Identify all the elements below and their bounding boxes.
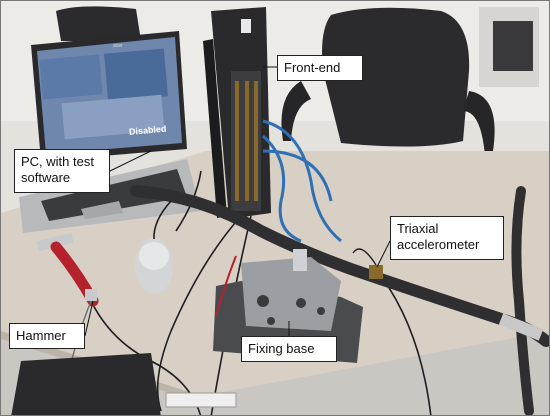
front-end-device — [203, 7, 271, 219]
laptop: acer Disabled — [19, 31, 201, 233]
handlebar — [130, 185, 549, 415]
background-equipment — [493, 21, 533, 71]
power-strip — [165, 392, 237, 408]
laptop-brand: acer — [113, 43, 123, 49]
backpack — [11, 353, 161, 415]
annotation-arrows — [84, 66, 391, 337]
label-fixing-base: Fixing base — [241, 336, 337, 362]
accelerometer — [352, 248, 383, 279]
impact-hammer — [36, 232, 99, 307]
label-accelerometer: Triaxial accelerometer — [390, 216, 504, 260]
label-hammer: Hammer — [9, 323, 85, 349]
office-chair — [281, 7, 495, 156]
clamp — [293, 249, 307, 271]
label-front-end: Front-end — [277, 55, 363, 81]
laptop-touchpad — [81, 201, 123, 219]
blue-cables — [261, 119, 342, 243]
label-pc: PC, with test software — [14, 149, 110, 193]
screen-overlay-text: Disabled — [129, 124, 167, 137]
mouse — [135, 200, 173, 294]
red-cable — [215, 255, 237, 317]
laptop-keyboard — [41, 169, 187, 221]
background-chair — [56, 6, 141, 42]
